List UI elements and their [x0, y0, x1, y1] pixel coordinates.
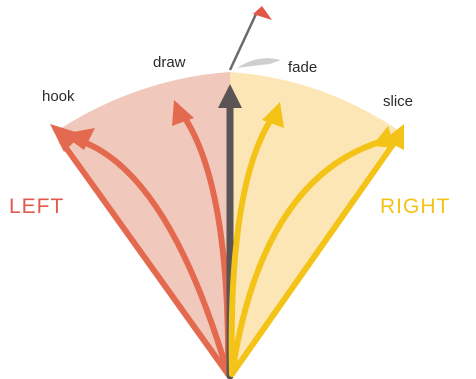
gray-flag-icon [237, 58, 281, 68]
slice-arrow-straight [229, 137, 399, 377]
right-arrows [228, 115, 399, 377]
right-zone [230, 72, 398, 377]
hook-arrowhead-2 [62, 128, 95, 150]
hook-arrow-straight [59, 139, 231, 377]
flag-pole [228, 13, 258, 71]
label-slice: slice [383, 93, 413, 110]
left-arrowheads [50, 100, 194, 152]
hook-arrowhead-1 [50, 124, 82, 152]
draw-arrowhead [172, 100, 194, 126]
hook-arrow-curve [75, 137, 231, 377]
label-fade: fade [288, 59, 317, 76]
left-zone [58, 72, 230, 377]
fade-arrowhead [262, 102, 284, 128]
slice-arrowhead-2 [384, 124, 404, 150]
label-draw: draw [153, 54, 186, 71]
label-right: RIGHT [380, 195, 450, 218]
red-flag-icon [253, 6, 272, 20]
right-arrowheads [262, 102, 404, 150]
slice-arrow-curve [229, 137, 389, 377]
label-hook: hook [42, 88, 75, 105]
fade-arrow-curve [228, 115, 275, 377]
label-left: LEFT [9, 195, 64, 218]
